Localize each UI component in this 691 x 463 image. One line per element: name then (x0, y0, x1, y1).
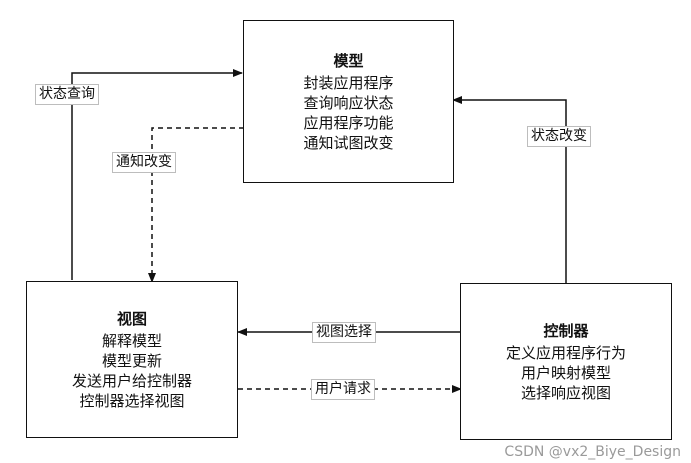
controller-line: 定义应用程序行为 (505, 343, 626, 362)
watermark: CSDN @vx2_Biye_Design (504, 444, 681, 460)
view-line: 模型更新 (101, 351, 162, 370)
controller-box: 控制器 定义应用程序行为 用户映射模型 选择响应视图 (460, 283, 672, 440)
edge-label-user-request: 用户请求 (311, 379, 375, 400)
controller-line: 用户映射模型 (520, 363, 611, 382)
model-line: 封装应用程序 (303, 73, 394, 92)
edge-state-query (71, 69, 243, 280)
model-line: 应用程序功能 (303, 113, 394, 132)
edge-label-view-select: 视图选择 (312, 322, 376, 343)
view-line: 控制器选择视图 (79, 391, 185, 410)
controller-title: 控制器 (543, 321, 589, 340)
edge-label-state-change: 状态改变 (527, 126, 591, 147)
model-title: 模型 (333, 51, 364, 70)
edge-label-notify-change: 通知改变 (112, 152, 176, 173)
model-line: 通知试图改变 (303, 133, 394, 152)
edge-notify-change (148, 127, 244, 283)
controller-line: 选择响应视图 (520, 383, 611, 402)
view-box: 视图 解释模型 模型更新 发送用户给控制器 控制器选择视图 (26, 281, 238, 438)
model-line: 查询响应状态 (303, 93, 394, 112)
model-box: 模型 封装应用程序 查询响应状态 应用程序功能 通知试图改变 (243, 20, 454, 183)
view-title: 视图 (116, 309, 147, 328)
view-line: 解释模型 (101, 331, 162, 350)
edge-label-state-query: 状态查询 (35, 84, 99, 105)
edge-state-change (452, 96, 567, 283)
view-line: 发送用户给控制器 (71, 371, 192, 390)
